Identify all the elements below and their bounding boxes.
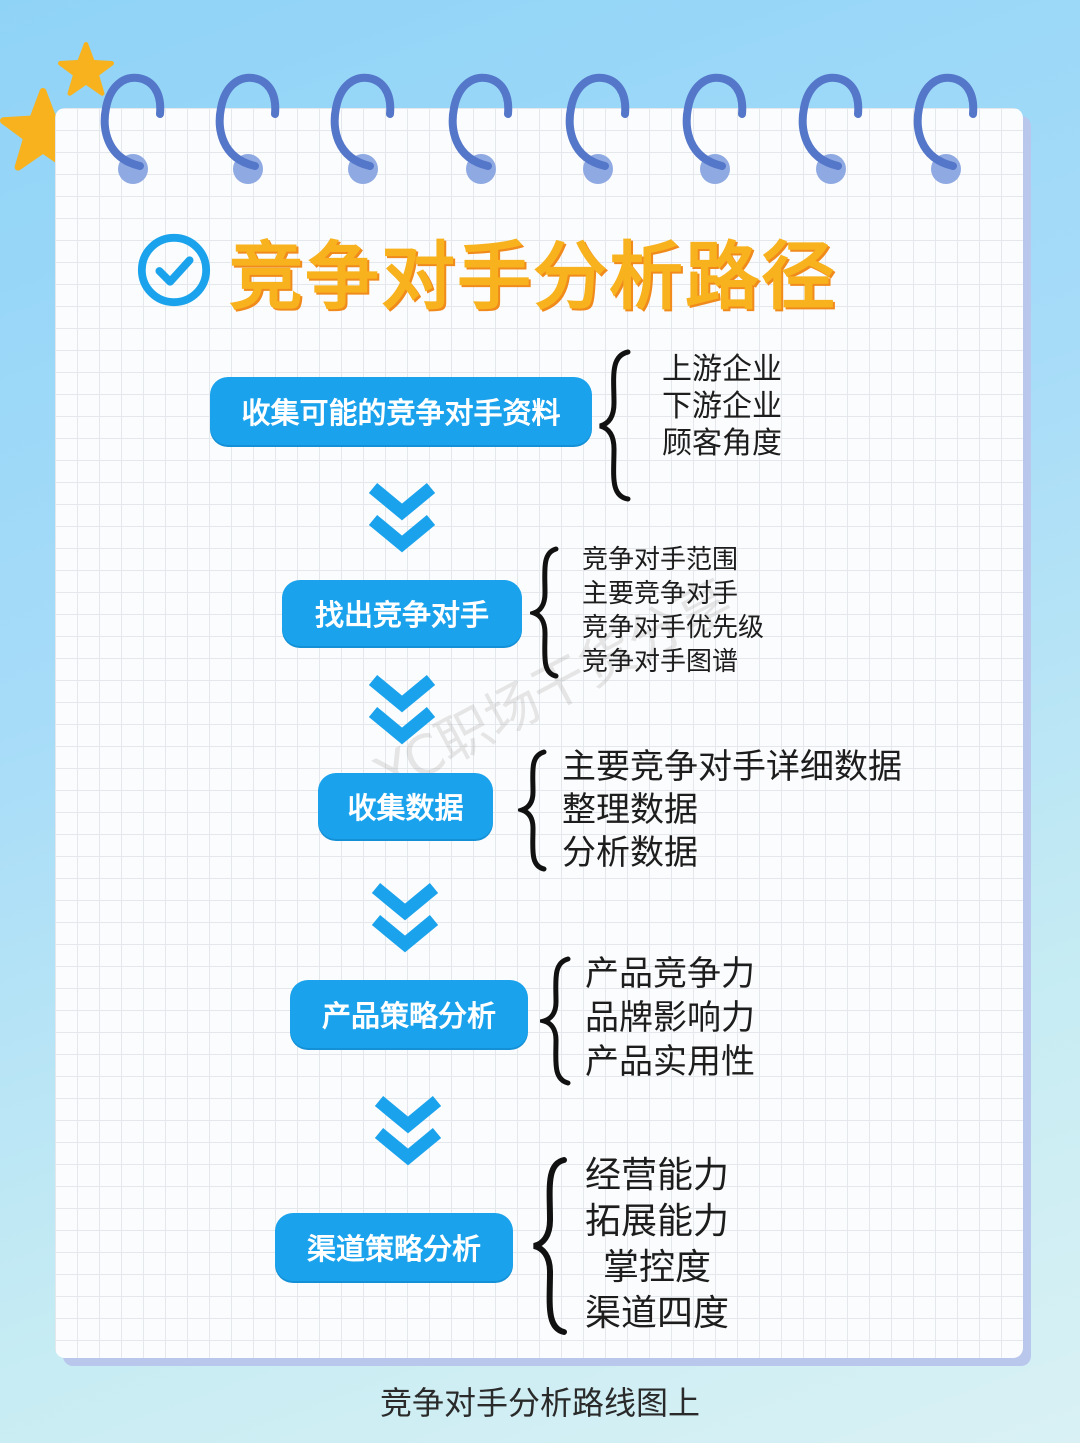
list-item: 品牌影响力 <box>585 998 755 1038</box>
list-item: 分析数据 <box>562 833 698 873</box>
list-item: 渠道四度 <box>585 1293 730 1334</box>
star-icon <box>58 42 114 96</box>
spiral-ring-icon <box>913 73 978 184</box>
spiral-ring-icon <box>798 73 863 184</box>
step-collect-data: 收集数据 <box>318 773 493 839</box>
spiral-ring-icon <box>448 73 513 184</box>
caption: 竞争对手分析路线图上 <box>379 1384 700 1422</box>
spiral-ring-icon <box>215 73 280 184</box>
title-block: 竞争对手分析路径 <box>135 225 837 320</box>
list-item: 下游企业 <box>662 389 782 424</box>
list-item: 产品竞争力 <box>585 954 755 994</box>
step-3-items: 主要竞争对手详细数据 整理数据 分析数据 <box>562 750 902 879</box>
step-2-items: 竞争对手范围 主要竞争对手 竞争对手优先级 竞争对手图谱 <box>582 547 764 683</box>
list-item: 整理数据 <box>562 790 698 830</box>
page-title: 竞争对手分析路径 <box>229 233 837 320</box>
spiral-ring-icon <box>330 73 395 184</box>
double-chevron-down-icon <box>368 482 436 553</box>
list-item: 竞争对手范围 <box>582 545 739 575</box>
list-item: 主要竞争对手详细数据 <box>562 747 902 787</box>
double-chevron-down-icon <box>374 1095 442 1166</box>
notebook-paper <box>55 108 1023 1358</box>
check-circle-icon <box>137 233 211 307</box>
list-item: 产品实用性 <box>585 1042 755 1082</box>
curly-brace-icon <box>540 956 571 1086</box>
spiral-ring-icon <box>682 73 747 184</box>
list-item: 经营能力 <box>585 1155 730 1196</box>
step-1-items: 上游企业 下游企业 顾客角度 <box>662 355 782 466</box>
list-item: 竞争对手图谱 <box>582 647 739 677</box>
spiral-ring-icon <box>565 73 630 184</box>
list-item: 拓展能力 <box>585 1201 730 1242</box>
double-chevron-down-icon <box>368 674 436 745</box>
curly-brace-icon <box>530 546 559 679</box>
curly-brace-icon <box>533 1157 567 1335</box>
step-product-strategy: 产品策略分析 <box>290 980 528 1048</box>
step-4-items: 产品竞争力 品牌影响力 产品实用性 <box>585 957 755 1089</box>
list-item: 主要竞争对手 <box>582 579 739 609</box>
list-item: 上游企业 <box>662 352 782 387</box>
list-item: 顾客角度 <box>662 426 782 461</box>
step-channel-strategy: 渠道策略分析 <box>275 1213 513 1281</box>
curly-brace-icon <box>518 749 547 872</box>
step-5-items: 经营能力 拓展能力 掌控度 渠道四度 <box>585 1158 729 1342</box>
double-chevron-down-icon <box>371 882 439 953</box>
curly-brace-icon <box>599 349 631 502</box>
spiral-ring-icon <box>100 73 165 184</box>
list-item: 掌控度 <box>603 1247 712 1288</box>
step-collect-competitor-info: 收集可能的竞争对手资料 <box>210 377 592 445</box>
list-item: 竞争对手优先级 <box>582 613 765 643</box>
step-identify-competitors: 找出竞争对手 <box>282 580 522 646</box>
